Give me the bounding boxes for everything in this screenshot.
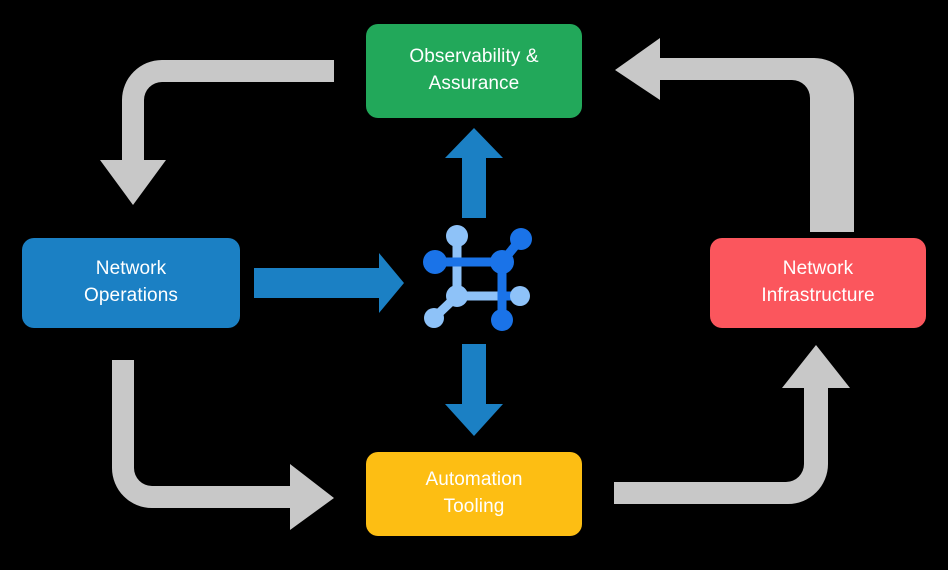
blue-arrow-center-to-observability	[445, 128, 503, 218]
node-box-observability[interactable]: Observability & Assurance	[366, 24, 582, 118]
gray-arrow-automation-to-infrastructure	[614, 345, 850, 504]
blue-arrow-operations-to-center	[254, 253, 404, 313]
gray-arrow-infrastructure-to-observability	[615, 38, 854, 232]
node-box-network-operations[interactable]: Network Operations	[22, 238, 240, 328]
blue-arrow-center-to-automation	[445, 344, 503, 436]
gray-arrow-observability-to-operations	[100, 60, 334, 205]
node-box-automation-tooling[interactable]: Automation Tooling	[366, 452, 582, 536]
topology-nodes-dark	[423, 228, 532, 331]
node-box-network-infrastructure[interactable]: Network Infrastructure	[710, 238, 926, 328]
gray-arrow-operations-to-automation	[112, 360, 334, 530]
topology-nodes-light	[424, 225, 530, 328]
